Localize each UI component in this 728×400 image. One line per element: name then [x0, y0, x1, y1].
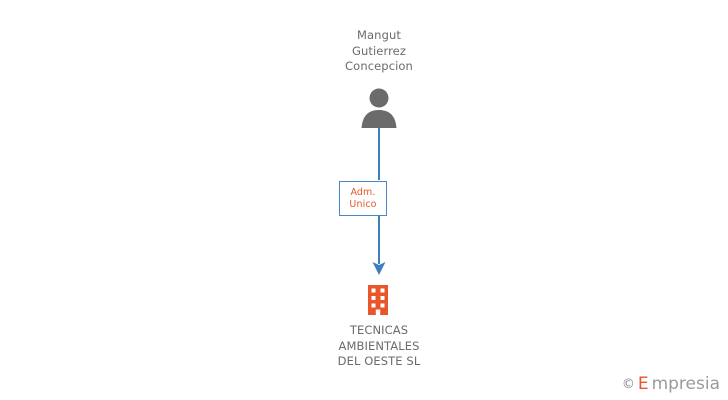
person-name-line-2: Gutierrez — [352, 43, 406, 58]
person-name-label: Mangut Gutierrez Concepcion — [304, 28, 454, 75]
watermark-brand-initial: E — [637, 374, 649, 394]
arrow-head-icon — [370, 258, 388, 276]
relationship-label-line-1: Adm. — [350, 186, 376, 198]
copyright-icon: © — [621, 376, 635, 392]
company-name-label: TECNICAS AMBIENTALES DEL OESTE SL — [290, 323, 468, 370]
person-name-line-1: Mangut — [357, 28, 401, 42]
building-icon — [361, 283, 395, 317]
company-name-line-1: TECNICAS — [349, 323, 409, 337]
watermark: © E mpresia — [622, 374, 720, 394]
relationship-label-box: Adm. Unico — [339, 181, 387, 216]
connector-line-lower — [378, 216, 380, 264]
company-name-line-3: DEL OESTE SL — [337, 354, 421, 368]
company-name-line-2: AMBIENTALES — [338, 338, 420, 353]
person-name-line-3: Concepcion — [345, 59, 413, 73]
connector-line-upper — [378, 128, 380, 180]
watermark-brand-name: mpresia — [651, 374, 720, 394]
relationship-label-line-2: Unico — [349, 198, 377, 210]
person-icon — [352, 88, 406, 128]
